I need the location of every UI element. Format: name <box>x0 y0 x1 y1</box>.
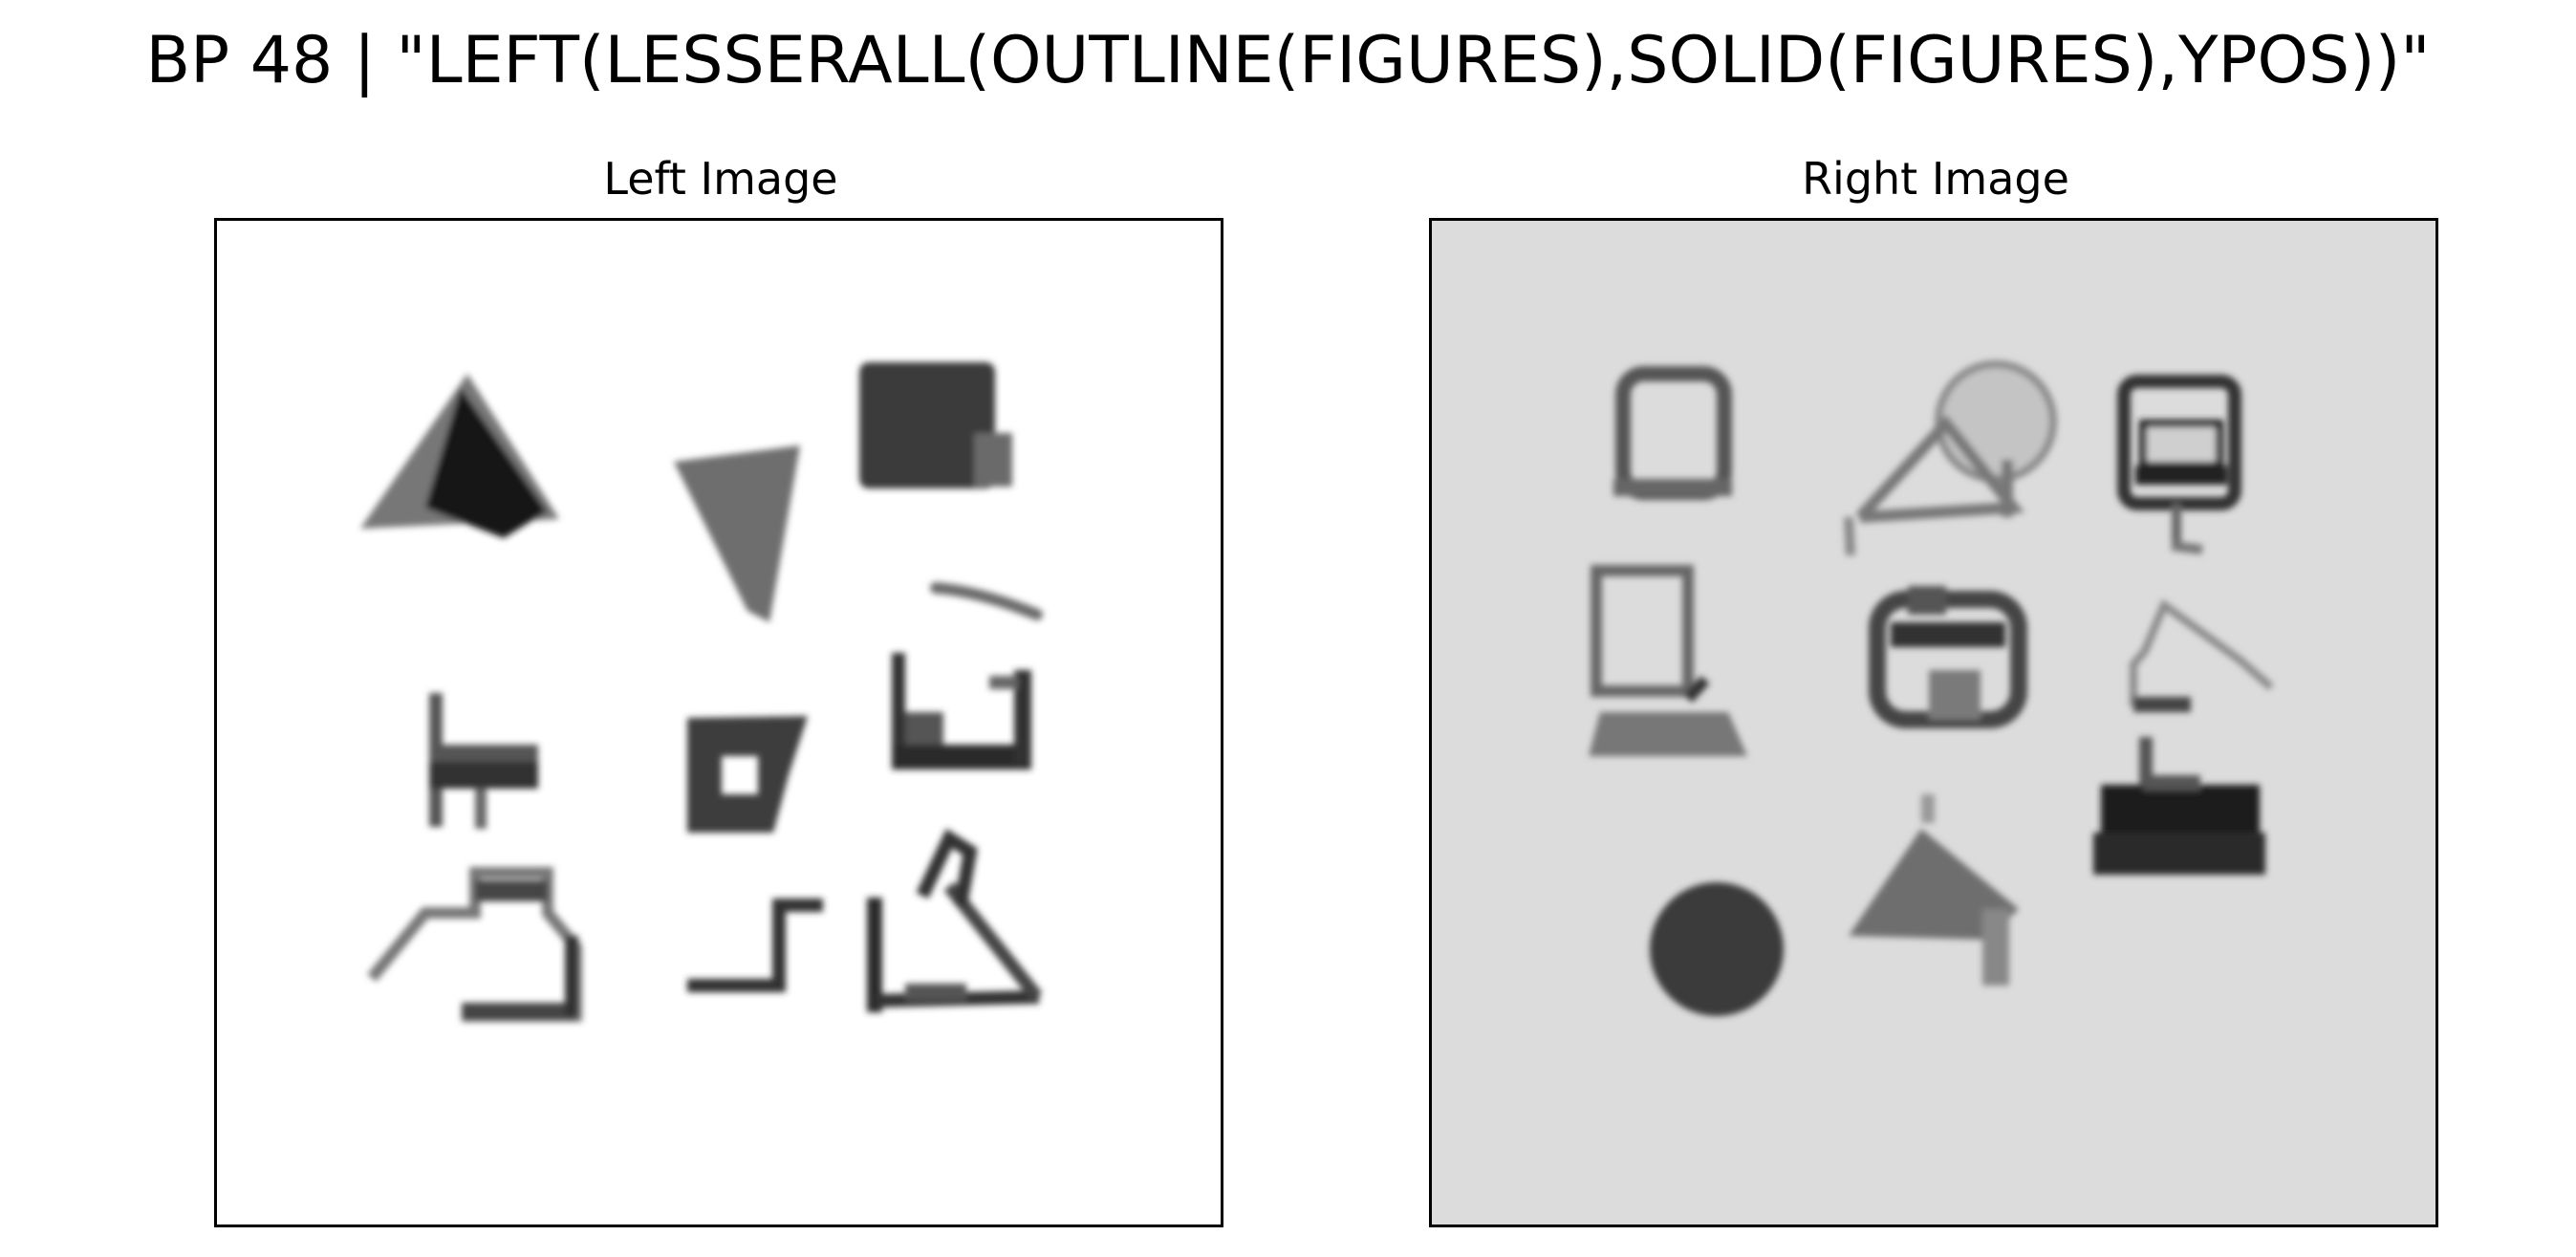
solid-circle-figure <box>1650 882 1784 1016</box>
right-image-title: Right Image <box>1802 153 2069 205</box>
right-image <box>1432 221 2435 1224</box>
left-image-panel <box>214 218 1223 1227</box>
outline-rounded-square-figure <box>1613 366 1732 500</box>
left-image <box>217 221 1221 1224</box>
outline-cup-figure <box>892 653 1031 769</box>
outline-l-figure <box>687 899 823 992</box>
outline-cabinet-figure <box>2117 375 2241 554</box>
solid-wedge-figure <box>674 445 800 622</box>
outline-barrel-figure <box>1869 586 2027 728</box>
outline-step-figure <box>367 867 582 1022</box>
left-image-title: Left Image <box>603 153 838 205</box>
outline-bracket-figure <box>429 693 538 829</box>
outline-square-flag-figure <box>1589 565 1747 756</box>
right-image-panel <box>1429 218 2438 1227</box>
solid-square-hole-figure <box>687 716 808 833</box>
solid-triangle-figure <box>360 374 559 538</box>
stroke-mark-figure <box>930 582 1043 620</box>
figure-title: BP 48 | "LEFT(LESSERALL(OUTLINE(FIGURES)… <box>145 23 2431 98</box>
outline-triangle-figure <box>867 828 1043 1012</box>
solid-square-figure <box>859 362 1012 488</box>
solid-stack-figure <box>2093 775 2265 875</box>
outline-circle-triangle-figure <box>1844 360 2057 556</box>
solid-triangle-figure <box>1849 794 2019 986</box>
